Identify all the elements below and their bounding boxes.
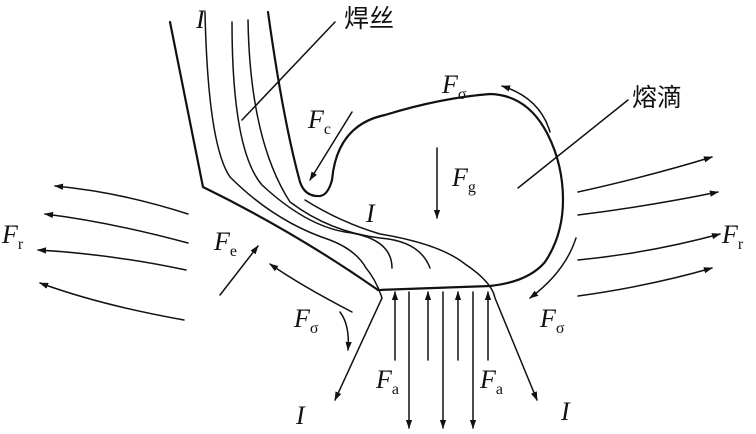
current-label-mid: I — [365, 199, 376, 228]
wire-leader-line — [241, 21, 336, 121]
droplet-leader-line — [517, 99, 629, 189]
current-line — [231, 21, 393, 269]
electromagnetic-contraction-arrow — [309, 111, 353, 181]
plasma-flow-arrows — [339, 291, 492, 429]
left-radial-flow-arrows — [37, 183, 189, 321]
surface-tension-arrow-left — [269, 263, 353, 313]
f-e-label: Fe — [213, 227, 237, 260]
f-sigma-right-label: Fσ — [539, 304, 565, 337]
f-a-left-label: Fa — [375, 365, 399, 398]
right-flow-arrow — [577, 233, 721, 261]
f-a-right-label: Fa — [479, 365, 503, 398]
current-label-top: I — [195, 5, 206, 34]
f-r-right-label: Fr — [721, 220, 744, 253]
current-label-bottom-right: I — [560, 397, 571, 426]
f-sigma-left-label: Fσ — [293, 304, 319, 337]
right-radial-flow-arrows — [577, 156, 721, 297]
left-flow-arrow — [54, 183, 189, 215]
current-line — [204, 11, 383, 401]
plasma-flow-arrow — [339, 311, 352, 351]
f-sigma-top-label: Fσ — [441, 70, 467, 103]
right-flow-arrow — [577, 190, 719, 216]
droplet-label: 熔滴 — [632, 83, 682, 112]
surface-tension-arrow-right — [529, 237, 577, 299]
wire-left-outline — [168, 20, 380, 292]
f-g-label: Fg — [451, 163, 476, 196]
surface-tension-arrow-top — [501, 85, 551, 133]
current-line — [304, 199, 538, 401]
right-flow-arrow — [577, 156, 713, 193]
wire-label: 焊丝 — [344, 4, 394, 33]
f-r-left-label: Fr — [1, 220, 24, 253]
electromagnetic-force-arrow — [219, 245, 259, 296]
wire-right-outline — [266, 10, 334, 198]
right-flow-arrow — [577, 267, 713, 297]
left-flow-arrow — [37, 247, 187, 271]
left-flow-arrow — [44, 211, 189, 244]
f-c-label: Fc — [307, 105, 331, 138]
left-flow-arrow — [39, 282, 185, 321]
current-label-bottom-left: I — [295, 401, 306, 430]
droplet-outline — [330, 92, 565, 292]
